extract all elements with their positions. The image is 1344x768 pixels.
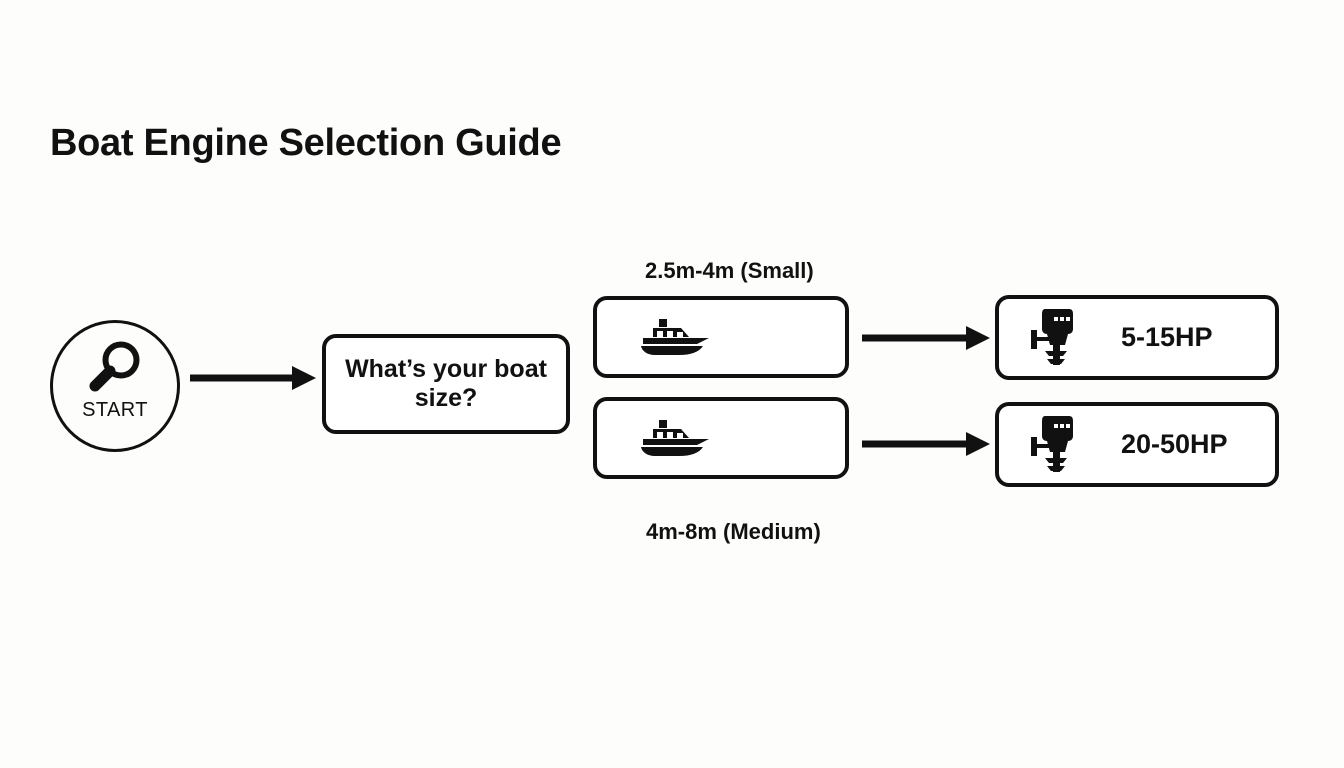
decision-node[interactable]: What’s your boat size? xyxy=(322,334,570,434)
engine-result-small-label: 5-15HP xyxy=(1121,322,1213,352)
arrow-small-to-engine xyxy=(862,324,990,352)
engine-result-medium[interactable]: 20-50HP xyxy=(995,402,1279,487)
outboard-engine-icon xyxy=(1027,414,1079,476)
arrow-medium-to-engine xyxy=(862,430,990,458)
branch-label-small: 2.5m-4m (Small) xyxy=(645,258,814,283)
engine-result-small[interactable]: 5-15HP xyxy=(995,295,1279,380)
start-node-label: START xyxy=(82,399,148,421)
page-title: Boat Engine Selection Guide xyxy=(50,122,562,164)
boat-icon xyxy=(637,317,713,357)
magnifier-icon xyxy=(53,337,177,399)
decision-node-text: What’s your boat size? xyxy=(345,354,547,413)
boat-option-small[interactable] xyxy=(593,296,849,378)
arrow-start-to-decision xyxy=(190,364,316,392)
engine-result-medium-label: 20-50HP xyxy=(1121,429,1228,459)
boat-icon xyxy=(637,418,713,458)
outboard-engine-icon xyxy=(1027,307,1079,369)
boat-option-medium[interactable] xyxy=(593,397,849,479)
branch-label-medium: 4m-8m (Medium) xyxy=(646,519,821,544)
start-node[interactable]: START xyxy=(50,320,180,452)
